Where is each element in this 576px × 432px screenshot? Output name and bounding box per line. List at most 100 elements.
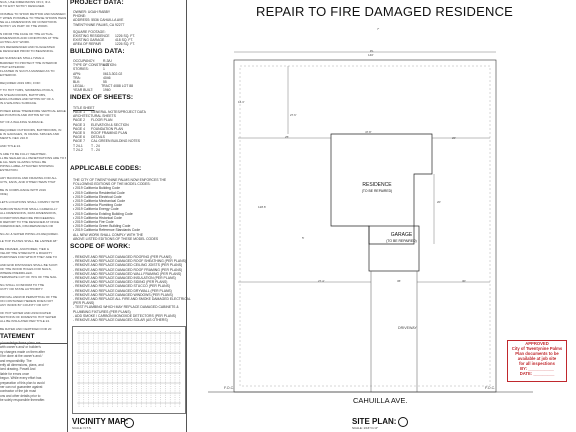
building-data-row-value: 55 [103, 80, 107, 85]
index-row-label: T 24-2 [73, 147, 83, 152]
statement-line: contractor of the job must [0, 389, 36, 394]
note-line: ARY BACKING AND FRAMING FOR ALL [0, 176, 57, 180]
site-plan-drawing [208, 51, 533, 393]
note-line: ED SURFACES SHALL HAVE A [0, 56, 45, 61]
index-row: T 24-1 T - 24 [73, 144, 153, 148]
residence-footprint [330, 133, 433, 245]
sqft-row-label: EXISTING RESIDENCE [73, 34, 110, 38]
scope-item: - TEST PLUMBING WHICH MAY REPLACE DAMAGE… [73, 305, 179, 310]
project-data-heading: PROJECT DATA: [70, 0, 124, 6]
index-row-value: T - 24 [91, 143, 100, 148]
index-row: PAGE 6 DETAILS [73, 135, 153, 139]
foc-left-label: F.O.C. [224, 386, 235, 390]
scope-item: - REMOVE AND REPLACE DAMAGED STUCCO (PER… [73, 284, 171, 289]
note-line: BE IN COMPLIANCE WITH 2019 [0, 187, 46, 192]
note-line: ICS REFERENCED AND SUGGESTED [0, 44, 55, 49]
code-item: • 2019 California Reference Standards Co… [73, 228, 140, 233]
building-data-row: TRA:4046 [73, 76, 133, 80]
scope-item: - REMOVE AND REPLACE DAMAGED WINDOWS (PE… [73, 292, 173, 297]
note-line: BARRIER TO PROTECT THE INTERIOR [0, 60, 58, 65]
index-row-value: CAL GREEN BUILDING NOTES [91, 139, 141, 144]
building-data-row-value: 1960 [103, 88, 111, 93]
note-line: NE ALL DIMENSIONS OR CONDITIONS [0, 20, 57, 25]
building-data-row-label: APN: [73, 71, 81, 76]
note-line: ESTRATION. [0, 168, 19, 173]
note-line: UITS, FANS, AND OTHER ITEMS THAT [0, 180, 56, 185]
residence-note: (TO BE REPAIRED) [361, 188, 393, 193]
note-line: TERMINATE CUT OF 70% OF THE NAIL [0, 275, 57, 280]
statement-line: be solely responsible thereafter. [0, 398, 46, 403]
code-item: • 2019 California Energy Code [73, 207, 119, 212]
note-line: ALL DIMENSIONS, DATA DIMENSIONS, [0, 211, 57, 216]
scope-item: - REMOVE AND REPLACE DAMAGED SIDING (PER… [73, 280, 168, 285]
note-line: ACTING ANY WORK. [0, 40, 31, 45]
note-line: PURPOSES FOR WHICH THEY ARE TO [0, 255, 58, 260]
scope-item: - REMOVE AND REPLACE ALL FIRE AND SMOKE … [73, 297, 191, 302]
note-line: POSED EDGE THEREFORE VERTICAL EDGE [0, 108, 66, 113]
note-line: E ALL NEW GLAZING SHALL BE [0, 160, 47, 164]
note-line: EXTERIOR. [0, 73, 17, 78]
index-row-label: PAGE 1 [73, 110, 85, 114]
scope-list: - REMOVE AND REPLACE DAMAGED ROOFING (PE… [73, 255, 191, 322]
note-line: N FROM THE FACE OF THE ACTUAL [0, 32, 54, 36]
index-row-label: PAGE 6 [73, 135, 85, 140]
building-data-row-value: V-B [103, 63, 109, 68]
north-arrow-icon [124, 418, 134, 428]
building-data-row: TYPE OF CONSTRUCTION:V-B [73, 63, 133, 67]
dim-bottom-c: 30' [462, 279, 466, 283]
note-line: T TO HOT TUBS, SWIMMING POOLS, [0, 88, 54, 93]
foc-right-label: F.O.C. [485, 386, 496, 390]
note-line: AND TITLE 24. [0, 144, 21, 148]
code-item: • 2019 California Residential Code [73, 190, 125, 195]
site-north-arrow-icon [398, 417, 408, 427]
index-row-label: ARCHITECTURAL SHEETS [73, 114, 116, 119]
stamp-line: for all inspections [519, 361, 555, 366]
note-line: MENTS. NEC 210.8 [0, 136, 28, 141]
residence-name: RESIDENCE [362, 182, 392, 188]
column-divider-left [67, 0, 68, 432]
index-subhead: TITLE SHEET [73, 106, 95, 110]
index-row-value: GENERAL NOTES/PROJECT DATA [91, 110, 146, 114]
building-data-row: OCCUPANCY:R-3/U [73, 59, 133, 63]
note-line: NGS, USE DIMENSIONS ON F, IF A [0, 0, 51, 4]
index-row-label: PAGE 4 [73, 126, 85, 131]
note-line: E IN GARAGES, IN CRAWL SPACES AND [0, 132, 60, 137]
note-line: CONDITIONS BEFORE PROCEEDING [0, 215, 55, 220]
note-line: PROVAL AND/OR PERMITTING OF THE [0, 294, 58, 299]
dim-mid-c: 20' [452, 136, 456, 140]
codes-intro-line: FOLLOWING EDITIONS OF THE MODEL CODES: [73, 182, 151, 187]
index-row-value: ROOF FRAMING PLAN [91, 131, 128, 136]
vicinity-map-scale: SCALE: N.T.S. [72, 426, 92, 430]
building-data-row: STORIES:1 [73, 67, 133, 71]
column-divider-right [186, 0, 187, 432]
sheet-title: REPAIR TO FIRE DAMAGED RESIDENCE [256, 4, 514, 19]
dim-mid-a: 27.6' [290, 113, 297, 117]
scope-item: (PER PLANS) [73, 301, 95, 306]
building-data-row-value: 1 [103, 67, 105, 72]
note-line: ON CONTAINED HEREIN DOES NOT [0, 298, 54, 303]
codes-outro-line: ABOVE LISTED EDITIONS OF THESE MODEL COD… [73, 236, 159, 241]
index-row: ARCHITECTURAL SHEETS [73, 114, 153, 118]
setback-line [239, 65, 491, 387]
index-sheets-heading: INDEX OF SHEETS: [70, 94, 134, 101]
project-data-line: PHONE: [73, 14, 86, 19]
garage-note: (TO BE REPAIRED) [386, 238, 417, 243]
site-plan-title: SITE PLAN: [352, 417, 397, 426]
scope-item: - REMOVE AND REPLACE DAMAGED ROOF FRAMIN… [73, 267, 183, 272]
index-row-label: T 24-1 [73, 143, 83, 148]
index-row-value: DETAILS [91, 135, 105, 140]
index-row-value: FLOOR PLAN [91, 118, 113, 123]
note-line: ONSIBLE TO SHOW METHOD AND MANNER OF [0, 11, 66, 16]
sqft-row-value: 1226 SQ. FT. [115, 34, 135, 38]
statement-line: preparation of this plan to avoid [0, 380, 45, 385]
